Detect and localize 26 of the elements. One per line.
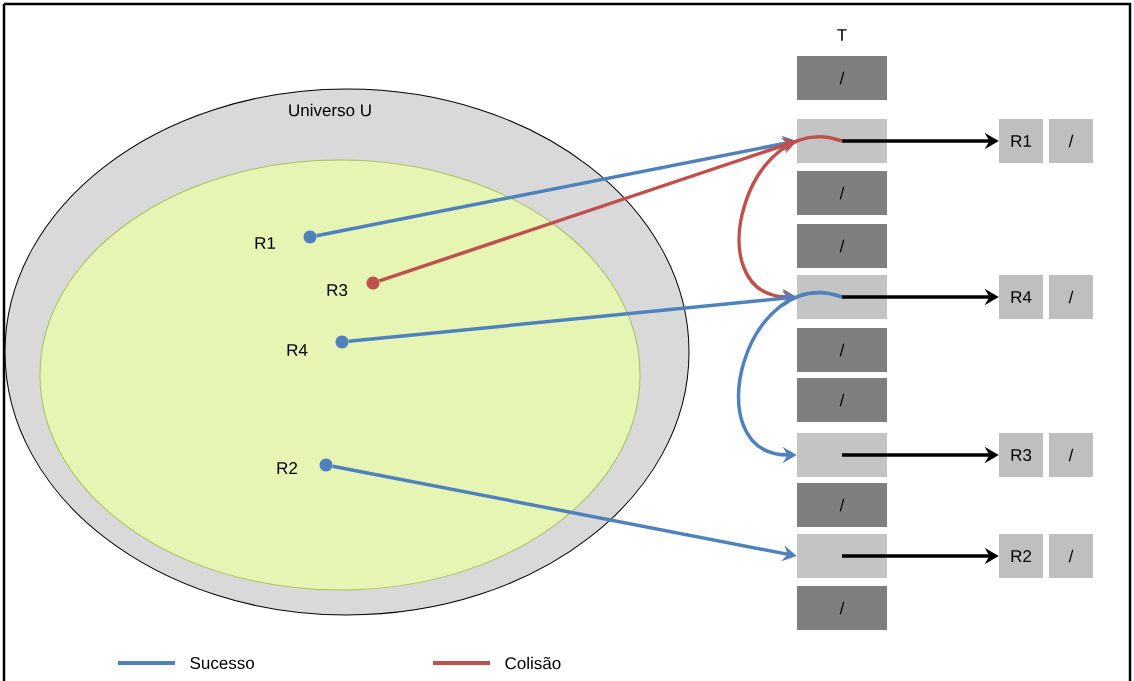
empty-slot: / xyxy=(797,224,887,268)
empty-slot: / xyxy=(797,56,887,100)
null-box: / xyxy=(1049,275,1093,319)
empty-slot: / xyxy=(797,378,887,422)
record-box: R4 xyxy=(999,275,1043,319)
filled-slot xyxy=(797,275,887,319)
null-box: / xyxy=(1049,119,1093,163)
record-box: R3 xyxy=(999,433,1043,477)
empty-slot: / xyxy=(797,483,887,527)
key-label: R4 xyxy=(287,344,308,356)
empty-slot: / xyxy=(797,586,887,630)
key-label: R1 xyxy=(255,237,276,249)
record-box: R1 xyxy=(999,119,1043,163)
legend-label: Sucesso xyxy=(190,657,254,670)
filled-slot xyxy=(797,534,887,578)
record-box: R2 xyxy=(999,534,1043,578)
filled-slot xyxy=(797,433,887,477)
legend-label: Colisão xyxy=(505,656,561,670)
empty-slot: / xyxy=(797,328,887,372)
filled-slot xyxy=(797,119,887,163)
subset-ellipse xyxy=(39,159,641,591)
empty-slot: / xyxy=(797,171,887,215)
null-box: / xyxy=(1049,534,1093,578)
null-box: / xyxy=(1049,433,1093,477)
key-label: R3 xyxy=(327,284,348,297)
key-label: R2 xyxy=(277,462,297,474)
